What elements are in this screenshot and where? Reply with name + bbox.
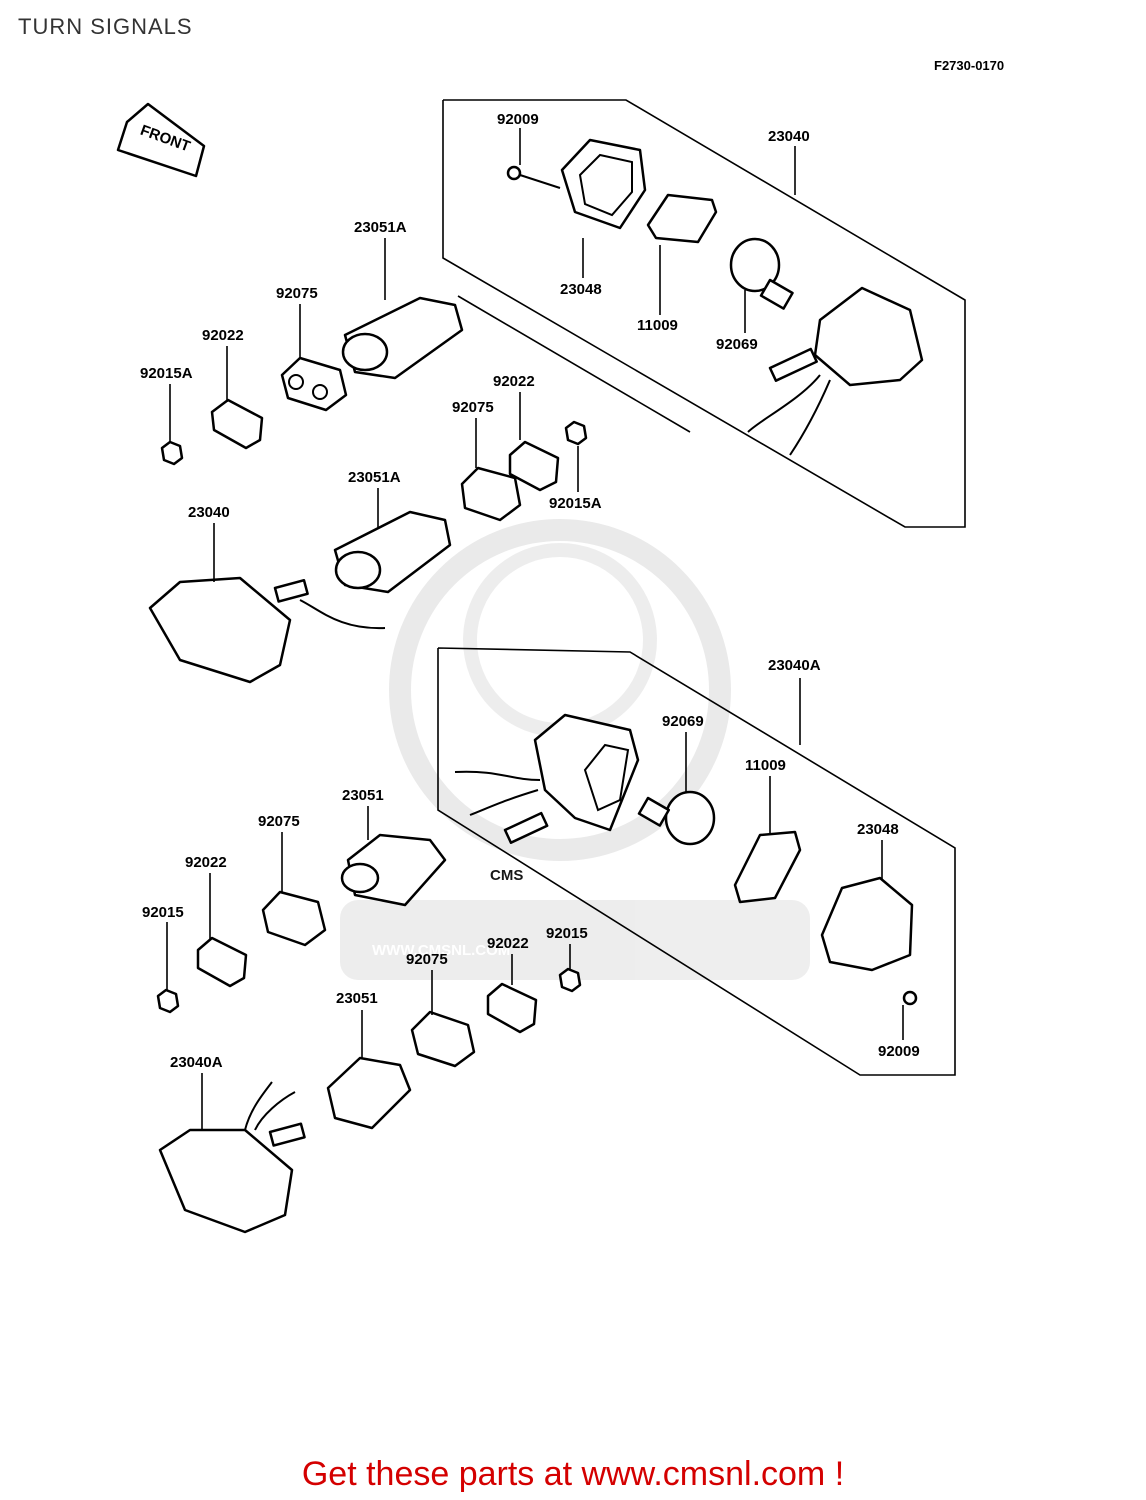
lens-23048-top bbox=[560, 138, 647, 230]
callout-labels: 92009 23040 23048 11009 92069 23051A 920… bbox=[140, 111, 920, 1071]
callout-23048-lower: 23048 bbox=[857, 821, 899, 838]
callout-92009-lower: 92009 bbox=[878, 1043, 920, 1060]
callout-23051A-lower: 23051A bbox=[348, 469, 401, 486]
stay-23051A-lower bbox=[333, 510, 452, 594]
callout-92022-upper: 92022 bbox=[202, 327, 244, 344]
callout-92075-middle-lower: 92075 bbox=[406, 951, 448, 968]
grommet-92075-middle-lower bbox=[410, 1010, 476, 1068]
nut-92015A-upper bbox=[160, 440, 184, 466]
assembly-box-23040A bbox=[437, 647, 956, 1076]
footer-parts-link[interactable]: Get these parts at www.cmsnl.com ! bbox=[301, 1455, 845, 1493]
nut-92015-middle bbox=[558, 967, 582, 993]
callout-23051A-upper: 23051A bbox=[354, 219, 407, 236]
callout-92022-middle-lower: 92022 bbox=[487, 935, 529, 952]
diagram-code: F2730-0170 bbox=[934, 58, 1005, 73]
callout-11009-lower: 11009 bbox=[745, 757, 786, 774]
watermark-url-text: WWW.CMSNL.COM bbox=[372, 942, 510, 959]
callout-92022-lower-left: 92022 bbox=[185, 854, 227, 871]
nut-92015A-middle bbox=[564, 420, 588, 446]
callout-92069-top: 92069 bbox=[716, 336, 758, 353]
stay-23051-lower bbox=[326, 1056, 412, 1130]
screw-92009-top bbox=[506, 165, 561, 189]
watermark-logo-text: CMS bbox=[490, 867, 523, 884]
callout-23051-upper: 23051 bbox=[342, 787, 384, 804]
housing-23040-left bbox=[148, 576, 386, 684]
callout-23040A-left: 23040A bbox=[170, 1054, 223, 1071]
leader-lines bbox=[166, 128, 904, 1130]
callout-92069-lower: 92069 bbox=[662, 713, 704, 730]
watermark-logo: CMS WWW.CMSNL.COM bbox=[340, 519, 810, 980]
callout-92015A-middle: 92015A bbox=[549, 495, 602, 512]
callout-23040-left: 23040 bbox=[188, 504, 230, 521]
callout-92009-top: 92009 bbox=[497, 111, 539, 128]
gasket-11009-lower bbox=[733, 830, 802, 904]
housing-23040A-right bbox=[454, 713, 640, 844]
washer-92022-middle-lower bbox=[486, 982, 538, 1034]
grommet-92075-lower-left bbox=[261, 890, 327, 947]
callout-92075-middle: 92075 bbox=[452, 399, 494, 416]
nut-92015-left bbox=[156, 988, 180, 1014]
callout-92022-middle: 92022 bbox=[493, 373, 535, 390]
assembly-box-23040 bbox=[442, 99, 966, 528]
screw-92009-lower bbox=[902, 990, 918, 1006]
page-title: TURN SIGNALS bbox=[18, 14, 193, 39]
front-direction-arrow: FRONT bbox=[116, 102, 206, 178]
housing-23040-top-right bbox=[747, 286, 924, 456]
stay-23051A-upper bbox=[341, 296, 464, 380]
lens-23048-lower bbox=[820, 876, 914, 972]
callout-23051-lower: 23051 bbox=[336, 990, 378, 1007]
callout-23040A-right: 23040A bbox=[768, 657, 821, 674]
bulb-92069-lower bbox=[637, 790, 716, 846]
callout-92075-lower-left: 92075 bbox=[258, 813, 300, 830]
washer-92022-middle bbox=[508, 440, 560, 492]
axis-line-top bbox=[457, 295, 691, 433]
callout-92015-left: 92015 bbox=[142, 904, 184, 921]
grommet-92075-middle bbox=[460, 466, 522, 522]
callout-11009-top: 11009 bbox=[637, 317, 678, 334]
callout-23048-top: 23048 bbox=[560, 281, 602, 298]
callout-92015A-upper: 92015A bbox=[140, 365, 193, 382]
grommet-92075-upper bbox=[280, 356, 348, 412]
callout-92075-upper: 92075 bbox=[276, 285, 318, 302]
washer-92022-lower-left bbox=[196, 936, 248, 988]
stay-23051-upper bbox=[340, 833, 447, 907]
gasket-11009-top bbox=[646, 193, 718, 244]
washer-92022-upper bbox=[210, 398, 264, 450]
housing-23040A-left bbox=[158, 1081, 306, 1234]
callout-23040-top: 23040 bbox=[768, 128, 810, 145]
bulb-92069-top bbox=[729, 237, 794, 310]
callout-92015-middle: 92015 bbox=[546, 925, 588, 942]
